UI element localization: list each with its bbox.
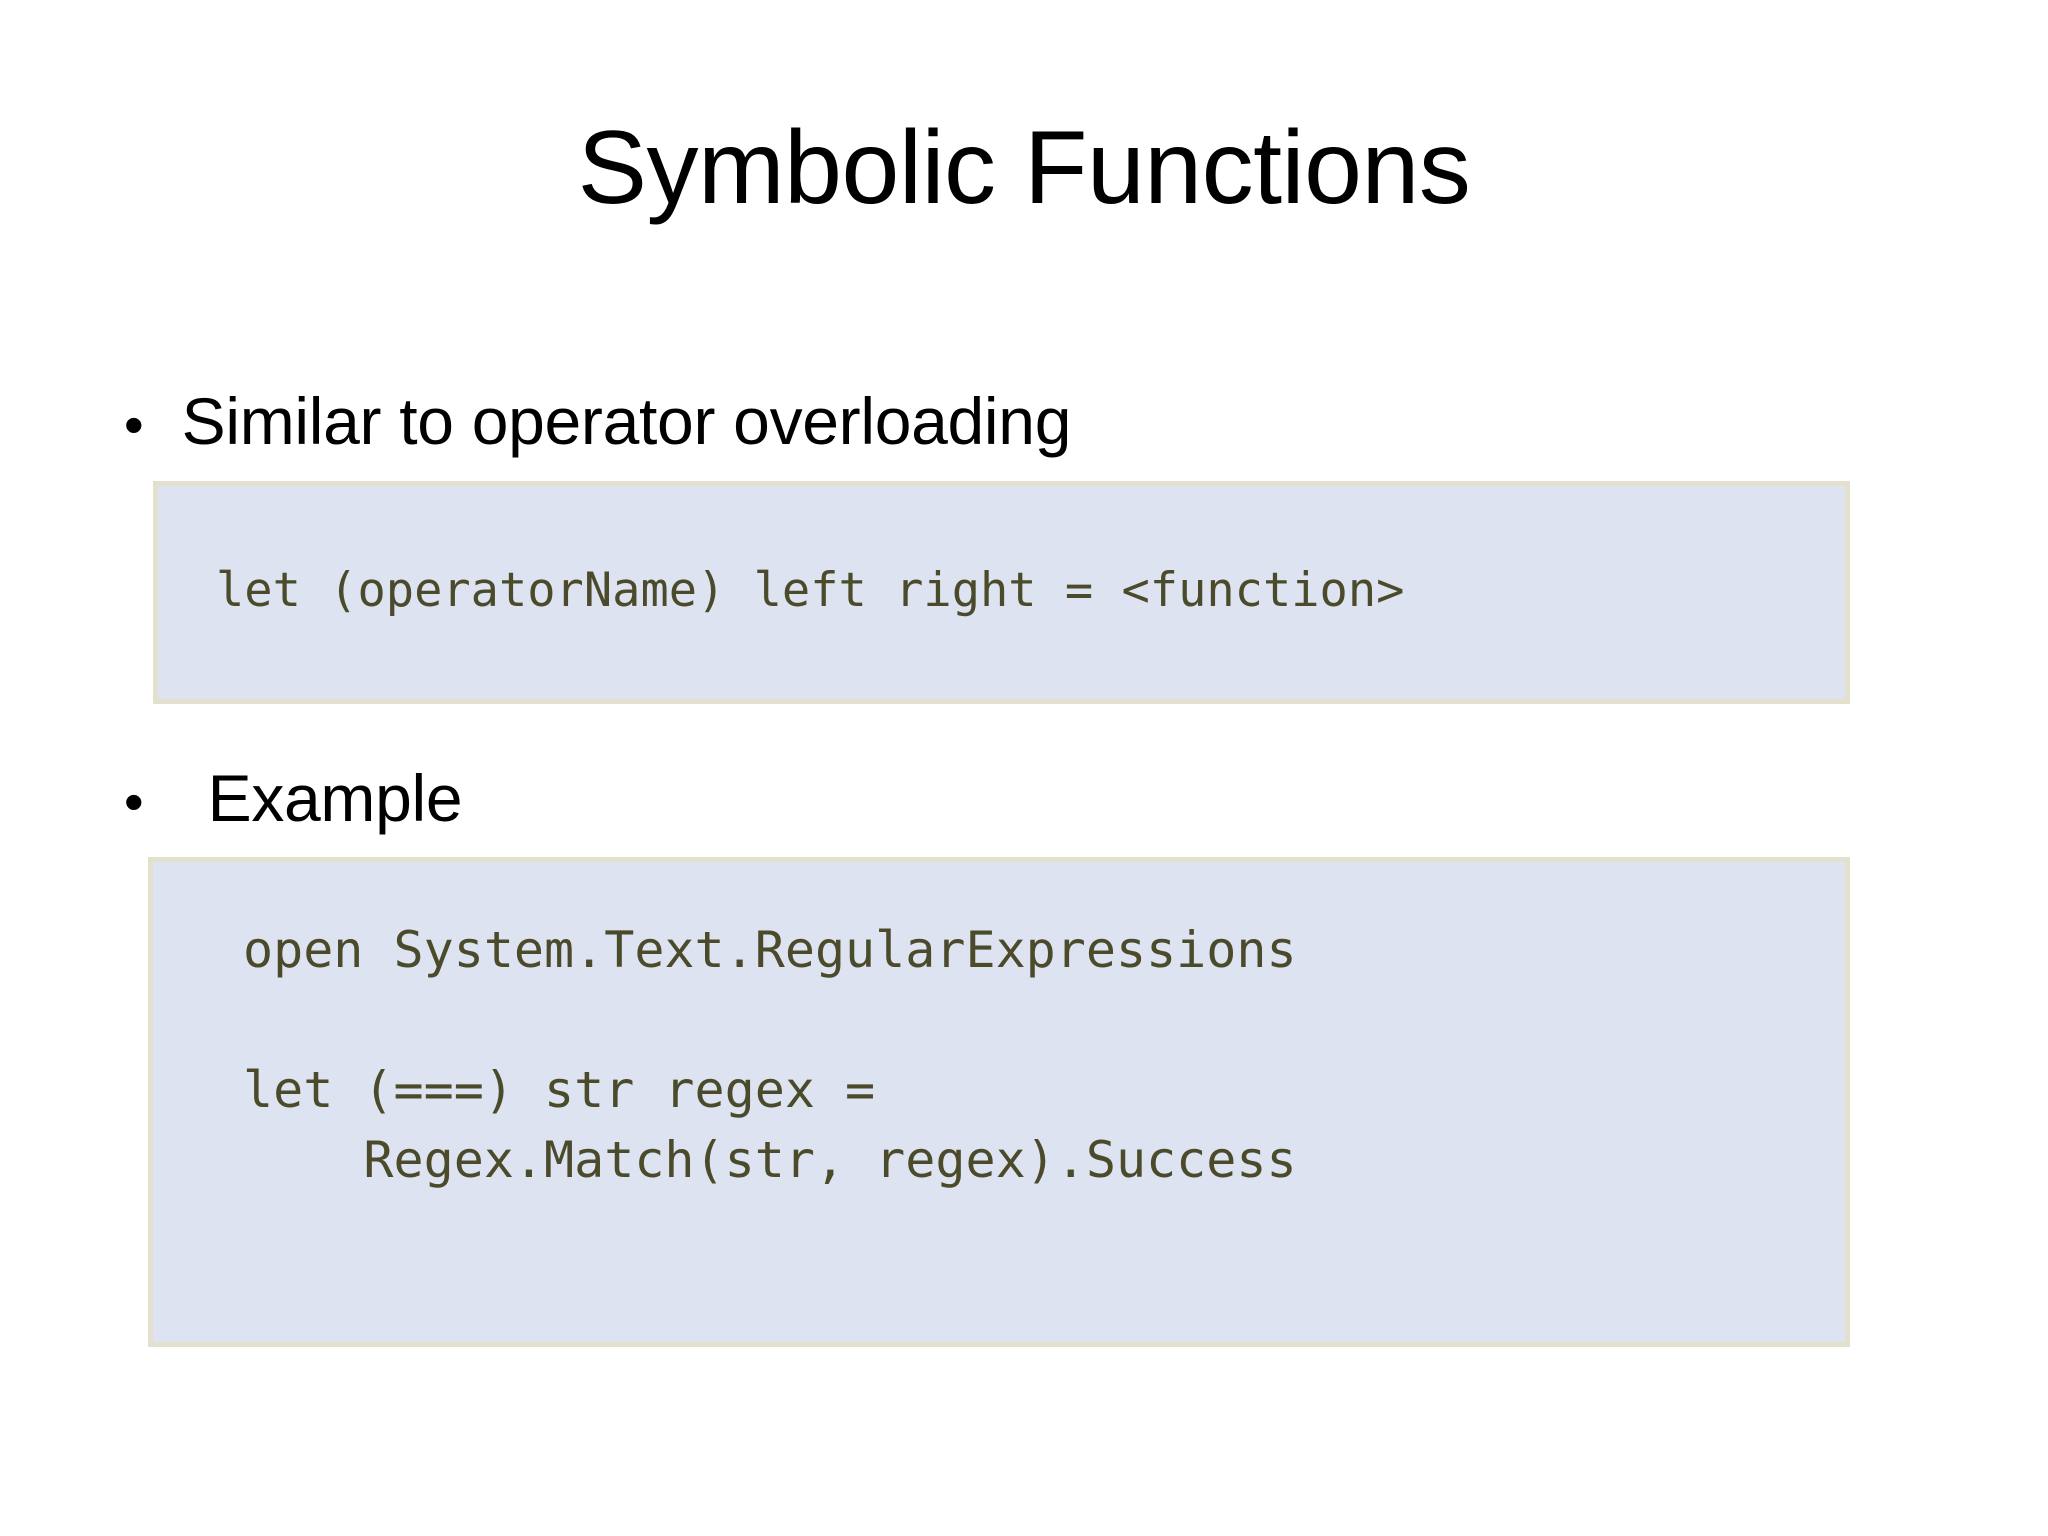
code-text: open System.Text.RegularExpressions let … <box>243 921 1297 1189</box>
bullet-label: Similar to operator overloading <box>181 384 1072 458</box>
code-block-operator-definition-syntax: let (operatorName) left right = <functio… <box>153 481 1850 704</box>
code-text: let (operatorName) left right = <functio… <box>216 563 1405 618</box>
bullet-item-similar-to-operator-overloading: • Similar to operator overloading <box>124 383 1071 459</box>
code-block-regex-operator-example: open System.Text.RegularExpressions let … <box>148 857 1850 1347</box>
bullet-label: Example <box>207 761 463 835</box>
bullet-item-example: • Example <box>124 760 463 836</box>
bullet-marker-icon: • <box>124 393 144 456</box>
bullet-marker-icon: • <box>124 770 144 833</box>
page-title: Symbolic Functions <box>577 110 1471 226</box>
